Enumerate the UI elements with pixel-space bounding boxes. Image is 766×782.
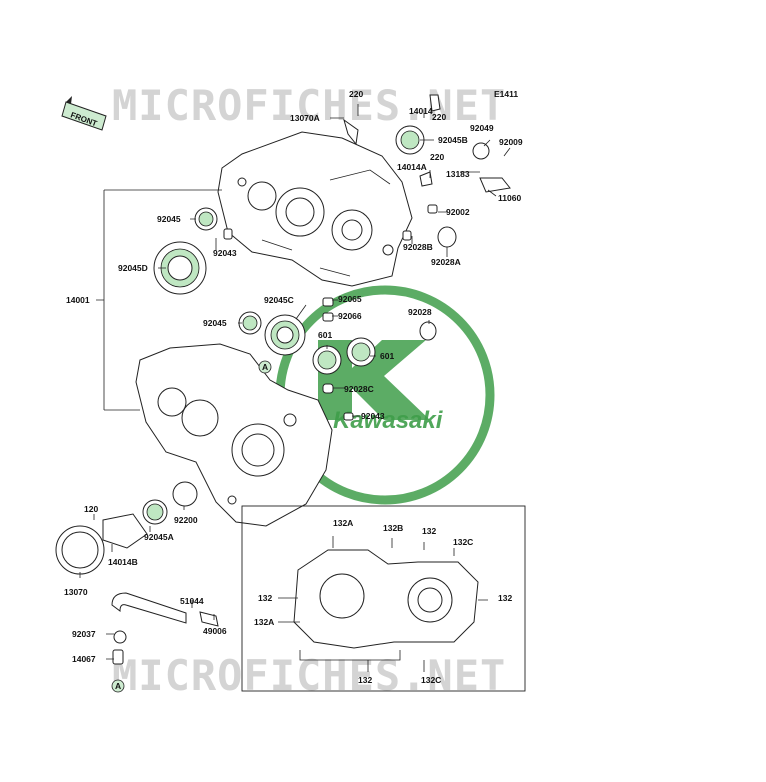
pin-92043b-icon: [343, 412, 354, 421]
label-92043-b: 92043: [361, 411, 385, 421]
lower-crankcase: [135, 343, 333, 527]
bearing-92045a-icon: [142, 499, 168, 525]
watermark-bottom: MICROFICHES.NET: [112, 651, 506, 700]
seal-92028-icon: [419, 321, 437, 341]
label-11060: 11060: [498, 193, 521, 203]
label-132-bottom: 132: [358, 675, 372, 685]
ring-92200-icon: [172, 481, 198, 507]
label-601-b: 601: [380, 351, 394, 361]
label-92045: 92045: [157, 214, 181, 224]
plug-92066-icon: [322, 312, 334, 322]
ref-a-marker-icon: A: [258, 360, 272, 374]
seal-13070-icon: [55, 525, 105, 575]
label-13183: 13183: [446, 169, 470, 179]
label-132c-2: 132C: [421, 675, 441, 685]
cover-14014b-icon: [102, 513, 148, 549]
label-14014a: 14014A: [397, 162, 427, 172]
label-13070: 13070: [64, 587, 88, 597]
bearing-92045-icon: [194, 207, 218, 231]
bearing-601b-icon: [346, 337, 376, 367]
label-92043: 92043: [213, 248, 237, 258]
label-132a: 132A: [333, 518, 353, 528]
label-92009: 92009: [499, 137, 523, 147]
label-132c: 132C: [453, 537, 473, 547]
label-13070a: 13070A: [290, 113, 320, 123]
ref-a-marker-bottom-icon: A: [111, 679, 125, 693]
label-132-right: 132: [498, 593, 512, 603]
hose-51044-icon: [111, 592, 187, 624]
svg-text:A: A: [262, 362, 268, 372]
logo-wordmark: Kawasaki: [333, 407, 444, 434]
label-14014: 14014: [409, 106, 433, 116]
label-132-left: 132: [258, 593, 272, 603]
label-92065: 92065: [338, 294, 362, 304]
label-92045c: 92045C: [264, 295, 294, 305]
bracket-13070a-icon: [343, 118, 359, 146]
label-49006: 49006: [203, 626, 227, 636]
crankcase-bottom-view: [293, 549, 479, 649]
upper-crankcase: [217, 131, 413, 287]
label-14067: 14067: [72, 654, 96, 664]
plate-14014a-icon: [419, 171, 433, 187]
label-92002: 92002: [446, 207, 470, 217]
pin-92043-icon: [223, 228, 233, 240]
label-92045-mid: 92045: [203, 318, 227, 328]
plug-92002-icon: [427, 204, 438, 214]
label-92045b: 92045B: [438, 135, 468, 145]
label-92045a: 92045A: [144, 532, 174, 542]
label-120: 120: [84, 504, 98, 514]
label-132a-2: 132A: [254, 617, 274, 627]
clamp-92037-icon: [113, 630, 127, 644]
bearing-601a-icon: [312, 345, 342, 375]
bolt-callout-frame: [241, 505, 526, 692]
seal-92028a-icon: [437, 226, 457, 248]
bushing-92028c-icon: [322, 383, 334, 394]
fitting-14067-icon: [112, 649, 124, 665]
label-14014b: 14014B: [108, 557, 138, 567]
label-220-a: 220: [349, 89, 363, 99]
label-601-a: 601: [318, 330, 332, 340]
bearing-92045c-icon: [264, 314, 306, 356]
washer-92049-icon: [472, 142, 490, 160]
label-92045d: 92045D: [118, 263, 148, 273]
label-220-b: 220: [432, 112, 446, 122]
label-51044: 51044: [180, 596, 204, 606]
plate-14014-icon: [429, 94, 441, 112]
label-92028c: 92028C: [344, 384, 374, 394]
bearing-92045b-icon: [395, 125, 425, 155]
label-92028a: 92028A: [431, 257, 461, 267]
label-132b: 132B: [383, 523, 403, 533]
label-92028: 92028: [408, 307, 432, 317]
label-92200: 92200: [174, 515, 198, 525]
bracket-11060-icon: [479, 177, 511, 193]
bearing-92045x-icon: [238, 311, 262, 335]
diagram-code: E1411: [494, 89, 518, 99]
label-92049: 92049: [470, 123, 494, 133]
washer-92065-icon: [322, 297, 334, 307]
label-132-top: 132: [422, 526, 436, 536]
svg-text:A: A: [115, 681, 121, 691]
label-92037: 92037: [72, 629, 96, 639]
label-14001: 14001: [66, 295, 90, 305]
front-arrow-icon: FRONT: [61, 96, 107, 131]
label-92028b: 92028B: [403, 242, 433, 252]
bushing-92028b-icon: [402, 230, 412, 241]
leader-lines: [79, 104, 511, 672]
clip-49006-icon: [199, 611, 219, 627]
label-92066: 92066: [338, 311, 362, 321]
label-220-c: 220: [430, 152, 444, 162]
